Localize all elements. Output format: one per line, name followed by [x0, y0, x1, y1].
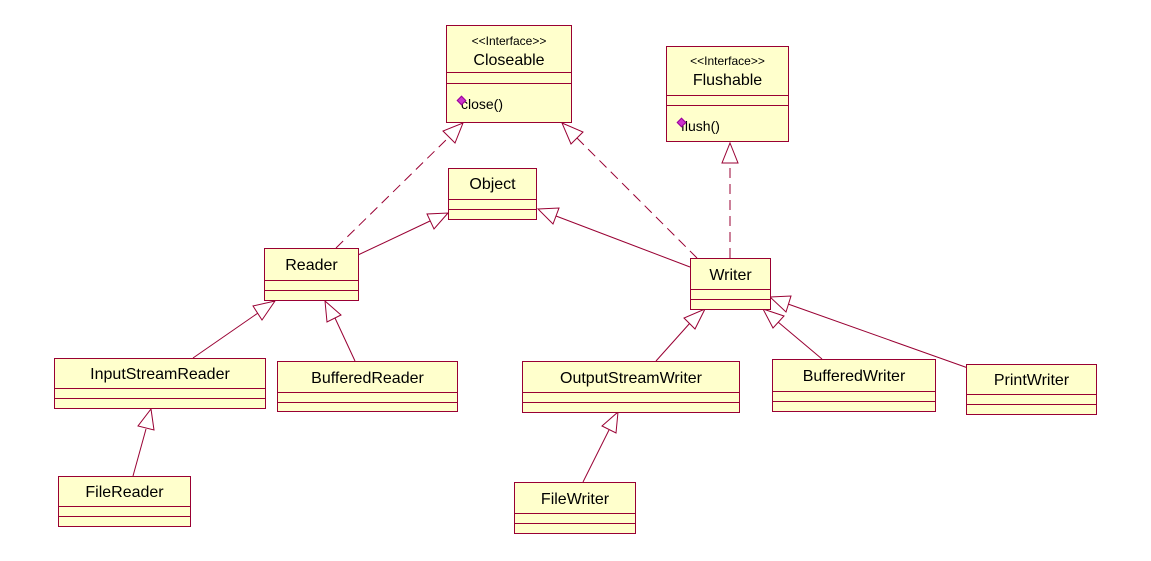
closeable-separator	[447, 83, 571, 84]
inputstreamreader-separator	[55, 388, 265, 389]
filewriter-separator	[515, 523, 635, 524]
relation-filereader-inputstreamreader	[132, 407, 155, 477]
bufferedreader-name: BufferedReader	[311, 370, 424, 387]
flushable-operation: flush()	[676, 117, 720, 134]
object-name: Object	[469, 176, 516, 193]
bufferedwriter-separator	[773, 391, 935, 392]
relation-inputstreamreader-reader	[192, 300, 277, 359]
reader-separator	[265, 290, 358, 291]
relation-filewriter-outputstreamwriter	[582, 410, 619, 483]
relation-outputstreamwriter-writer	[655, 308, 707, 362]
object-separator	[449, 199, 536, 200]
object-separator	[449, 209, 536, 210]
relation-reader-object	[357, 212, 450, 256]
relation-printwriter-writer	[768, 295, 969, 369]
class-reader: Reader	[264, 248, 359, 301]
bufferedreader-separator	[278, 402, 457, 403]
closeable-stereotype: <<Interface>>	[471, 34, 547, 48]
reader-separator	[265, 280, 358, 281]
class-printwriter: PrintWriter	[966, 364, 1097, 415]
closeable-operation-label: close()	[461, 96, 504, 112]
relation-writer-flushable	[721, 141, 739, 258]
relation-bufferedreader-reader	[324, 299, 356, 362]
filereader-separator	[59, 516, 190, 517]
inputstreamreader-name: InputStreamReader	[90, 366, 230, 383]
closeable-operation: close()	[456, 95, 504, 112]
filewriter-name: FileWriter	[540, 491, 610, 508]
class-bufferedreader: BufferedReader	[277, 361, 458, 412]
filewriter-separator	[515, 513, 635, 514]
writer-separator	[691, 299, 770, 300]
outputstreamwriter-separator	[523, 392, 739, 393]
relation-writer-object	[536, 207, 691, 268]
class-closeable: <<Interface>> Closeable close()	[446, 25, 572, 123]
relation-bufferedwriter-writer	[761, 308, 823, 360]
filereader-separator	[59, 506, 190, 507]
class-filewriter: FileWriter	[514, 482, 636, 534]
relation-reader-closeable	[335, 122, 464, 249]
class-flushable: <<Interface>> Flushable flush()	[666, 46, 789, 142]
printwriter-separator	[967, 404, 1096, 405]
flushable-separator	[667, 105, 788, 106]
bufferedwriter-name: BufferedWriter	[802, 368, 906, 385]
printwriter-name: PrintWriter	[993, 372, 1070, 389]
class-outputstreamwriter: OutputStreamWriter	[522, 361, 740, 413]
outputstreamwriter-separator	[523, 402, 739, 403]
flushable-separator	[667, 95, 788, 96]
writer-separator	[691, 289, 770, 290]
flushable-operation-label: flush()	[681, 118, 720, 134]
relation-writer-closeable	[561, 122, 698, 259]
outputstreamwriter-name: OutputStreamWriter	[560, 370, 702, 387]
printwriter-separator	[967, 394, 1096, 395]
reader-name: Reader	[285, 257, 338, 274]
class-writer: Writer	[690, 258, 771, 310]
closeable-name: Closeable	[473, 52, 545, 69]
closeable-separator	[447, 72, 571, 73]
class-filereader: FileReader	[58, 476, 191, 527]
class-inputstreamreader: InputStreamReader	[54, 358, 266, 409]
inputstreamreader-separator	[55, 398, 265, 399]
class-bufferedwriter: BufferedWriter	[772, 359, 936, 412]
filereader-name: FileReader	[85, 484, 164, 501]
class-object: Object	[448, 168, 537, 220]
bufferedreader-separator	[278, 392, 457, 393]
bufferedwriter-separator	[773, 401, 935, 402]
writer-name: Writer	[709, 267, 752, 284]
flushable-name: Flushable	[692, 72, 763, 89]
flushable-stereotype: <<Interface>>	[690, 54, 765, 68]
